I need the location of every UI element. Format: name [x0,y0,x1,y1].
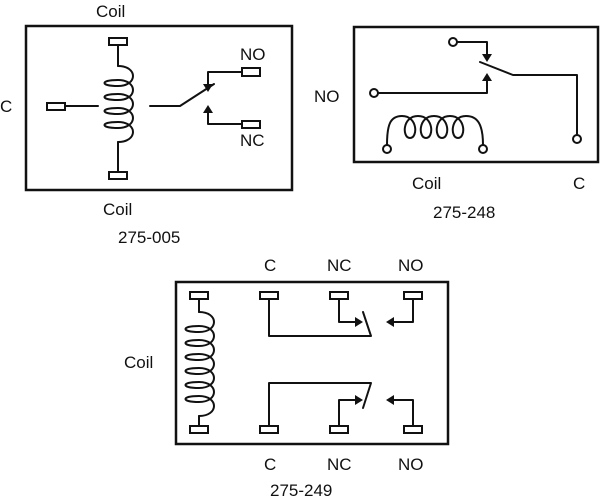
relay-275-249-top-nc-arrow [355,317,363,327]
relay-275-249-bottom-common-lead [268,382,372,427]
relay-275-248-top-arrow [482,54,492,62]
relay-275-249: C NC NO Coil C NC NO 275-249 [124,256,450,500]
relay-275-249-top-common-pin [259,291,279,300]
relay-275-005-coil-pin-top [108,37,128,46]
relay-275-005-part-number: 275-005 [118,228,180,247]
relay-275-249-bottom-nc-label: NC [327,455,352,474]
relay-275-005: Coil Coil C NO NC 275-005 [0,2,294,247]
relay-275-005-armature-line [149,83,215,107]
relay-275-249-top-common-label: C [264,256,276,275]
relay-275-249-bottom-common-pin [259,425,279,434]
relay-275-249-housing [174,280,450,446]
relay-275-248-no-arrow [482,73,492,81]
relay-275-249-top-nc-lead [338,298,356,323]
relay-275-249-bottom-no-lead [393,399,414,427]
relay-275-249-top-nc-pin [329,291,349,300]
relay-275-005-no-pin [241,67,261,77]
relay-275-005-coil-pin-bottom [108,171,128,180]
relay-275-249-coil-label: Coil [124,353,153,372]
relay-275-248-no-terminal [369,88,379,98]
relay-275-248-common-label: C [573,174,585,193]
relay-275-248: NO Coil C 275-248 [314,25,600,222]
relay-275-005-nc-label: NC [240,131,265,150]
relay-275-248-top-lead [456,41,488,55]
relay-275-249-top-no-arrow [386,317,394,327]
relay-275-248-no-label: NO [314,87,340,106]
relay-275-249-part-number: 275-249 [270,481,332,500]
relay-275-249-coil-winding [184,311,215,417]
relay-275-248-top-terminal [448,37,458,47]
relay-275-005-coil-top-label: Coil [96,2,125,21]
relay-275-005-housing [24,24,294,192]
relay-275-005-no-lead [207,71,243,85]
relay-275-248-armature-line [479,61,578,135]
relay-275-249-bottom-no-arrow [386,395,394,405]
relay-275-249-bottom-nc-arrow [355,395,363,405]
relay-275-005-coil-winding [103,65,134,143]
relay-275-249-bottom-nc-lead [338,399,356,427]
relay-275-249-bottom-no-pin [403,425,423,434]
relay-275-248-coil-label: Coil [412,174,441,193]
relay-275-249-top-no-pin [403,291,423,300]
relay-275-248-housing [352,25,600,164]
relay-275-005-nc-lead [207,111,243,125]
relay-275-249-bottom-nc-pin [329,425,349,434]
relay-275-248-common-terminal [572,134,582,144]
relay-275-005-common-pin [46,102,66,111]
relay-275-249-bottom-no-label: NO [398,455,424,474]
relay-275-249-coil-pin-top [189,291,209,300]
relay-275-249-top-nc-label: NC [327,256,352,275]
relay-275-249-top-common-lead [268,298,372,337]
relay-275-005-nc-arrow [203,105,213,113]
relay-275-248-no-lead [377,79,488,94]
relay-275-005-coil-bottom-label: Coil [103,200,132,219]
relay-275-005-no-label: NO [240,45,266,64]
relay-275-249-top-no-label: NO [398,256,424,275]
relay-275-248-coil-terminal-right [478,144,488,154]
relay-275-248-coil-terminal-left [382,144,392,154]
relay-275-249-bottom-common-label: C [264,455,276,474]
relay-275-249-top-no-lead [393,298,414,323]
relay-275-005-nc-pin [241,120,261,129]
relay-275-249-coil-pin-bottom [189,425,209,434]
relay-275-005-common-label: C [0,97,12,116]
relay-275-005-no-arrow [203,84,213,92]
relay-275-248-part-number: 275-248 [433,203,495,222]
relay-275-248-coil-winding [386,115,484,146]
